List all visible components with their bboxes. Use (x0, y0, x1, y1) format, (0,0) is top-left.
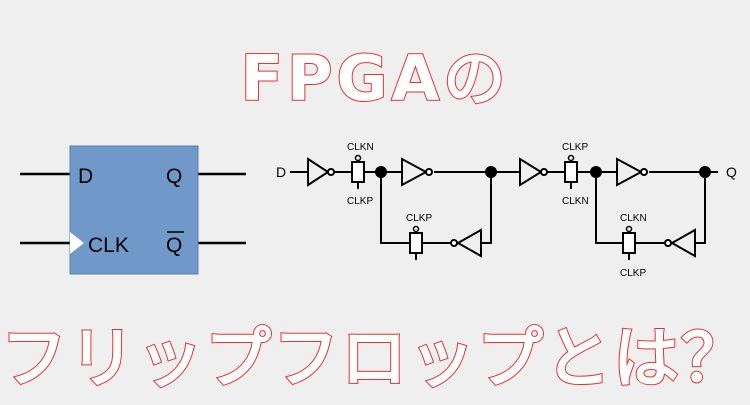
transmission-gate-3 (564, 154, 578, 189)
inverter-4 (616, 157, 644, 187)
ff-clk-label: CLK (88, 234, 129, 257)
feedback-inverter-2 (669, 228, 696, 258)
junction-dot (590, 166, 602, 178)
circuit-input-label: D (276, 164, 286, 180)
junction-dot (699, 166, 711, 178)
tg2-top-label: CLKP (406, 213, 432, 224)
ff-symbol: D Q CLK Q (20, 145, 246, 275)
inverter-bubble (327, 168, 335, 176)
ff-qbar-label: Q (166, 234, 182, 257)
inverter-bubble (664, 239, 672, 247)
inverter-1 (307, 157, 330, 187)
tg1-top-label: CLKN (347, 142, 374, 153)
ff-block (69, 145, 199, 275)
tg1-bottom-label: CLKP (347, 196, 373, 207)
title-bottom: フリップフロップとは？ (0, 319, 749, 398)
transmission-gate-4 (622, 225, 636, 260)
tg3-top-label: CLKP (562, 142, 588, 153)
inverter-2 (401, 157, 429, 187)
feedback-wire (380, 172, 410, 244)
ff-q-label: Q (166, 165, 182, 188)
tg3-bottom-label: CLKN (562, 196, 589, 207)
tg4-bottom-label: CLKP (620, 268, 646, 279)
feedback-wire (481, 172, 492, 244)
junction-dot (375, 166, 387, 178)
inverter-3 (519, 157, 543, 187)
feedback-wire (595, 172, 623, 244)
inverter-bubble (640, 168, 648, 176)
ff-d-label: D (78, 165, 93, 188)
junction-dot (485, 166, 497, 178)
inverter-bubble (540, 168, 548, 176)
tg4-top-label: CLKN (620, 213, 647, 224)
feedback-wire (695, 172, 706, 244)
title-top: FPGAの (240, 41, 510, 116)
clock-triangle (70, 232, 84, 254)
inverter-bubble (450, 239, 458, 247)
circuit-output-label: Q (726, 164, 737, 180)
inverter-bubble (425, 168, 433, 176)
circuit (290, 154, 718, 260)
transmission-gate-2 (409, 225, 423, 260)
feedback-inverter-1 (455, 228, 482, 258)
transmission-gate-1 (351, 154, 365, 189)
